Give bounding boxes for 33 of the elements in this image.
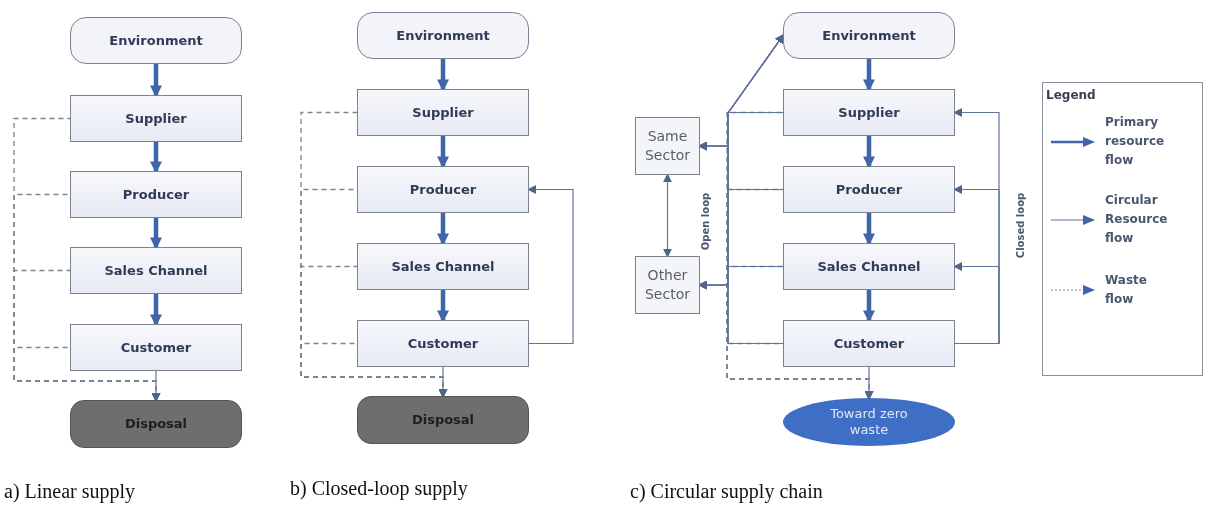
- legend-text: Waste flow: [1105, 272, 1148, 308]
- legend-title: Legend: [1046, 87, 1096, 104]
- process-box: Sales Channel: [357, 243, 529, 290]
- rounded-box: Environment: [783, 12, 955, 59]
- legend-text: Primary resource flow: [1105, 114, 1166, 169]
- ellipse-node: Toward zero waste: [783, 398, 955, 446]
- rounded-box: Environment: [70, 17, 242, 64]
- loop-label: Closed loop: [1013, 191, 1027, 261]
- process-box: Other Sector: [635, 256, 700, 314]
- process-box: Customer: [783, 320, 955, 367]
- arrow: [663, 173, 672, 258]
- rounded-box: Environment: [357, 12, 529, 59]
- process-box: Supplier: [783, 89, 955, 136]
- loop-label: Open loop: [698, 191, 712, 253]
- legend-text: Circular Resource flow: [1105, 192, 1169, 247]
- process-box: Producer: [70, 171, 242, 218]
- arrow: [727, 34, 785, 345]
- process-box: Producer: [783, 166, 955, 213]
- process-box: Sales Channel: [783, 243, 955, 290]
- arrow: [527, 185, 574, 345]
- process-box: Sales Channel: [70, 247, 242, 294]
- panel-caption: b) Closed-loop supply: [290, 476, 468, 502]
- arrow: [953, 262, 1000, 345]
- panel-caption: a) Linear supply: [4, 479, 136, 505]
- rounded-box: Disposal: [70, 400, 242, 448]
- process-box: Customer: [70, 324, 242, 371]
- panel-caption: c) Circular supply chain: [630, 479, 823, 505]
- process-box: Customer: [357, 320, 529, 367]
- process-box: Same Sector: [635, 117, 700, 175]
- process-box: Supplier: [357, 89, 529, 136]
- process-box: Supplier: [70, 95, 242, 142]
- rounded-box: Disposal: [357, 396, 529, 444]
- process-box: Producer: [357, 166, 529, 213]
